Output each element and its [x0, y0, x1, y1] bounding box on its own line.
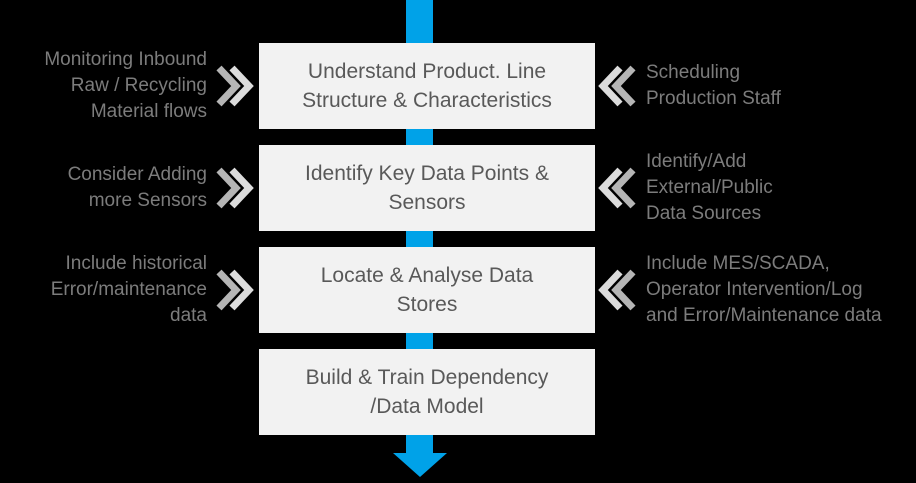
double-chevron-right-icon — [215, 63, 255, 109]
double-chevron-right-icon — [215, 267, 255, 313]
left-annotation-2: Consider Adding more Sensors — [0, 145, 255, 231]
right-annotation-1: Scheduling Production Staff — [597, 43, 916, 129]
double-chevron-left-icon — [597, 63, 637, 109]
annotation-text: Identify/Add External/Public Data Source… — [646, 151, 773, 224]
double-chevron-right-icon — [215, 165, 255, 211]
step-label: Locate & Analyse Data Stores — [320, 264, 534, 316]
double-chevron-left-icon — [597, 165, 637, 211]
step-box-3: Locate & Analyse Data Stores — [259, 247, 595, 333]
flow-arrow-head — [393, 453, 447, 477]
double-chevron-left-icon — [597, 267, 637, 313]
right-annotation-2: Identify/Add External/Public Data Source… — [597, 145, 916, 231]
annotation-text: Consider Adding more Sensors — [67, 164, 207, 211]
step-label: Build & Train Dependency /Data Model — [305, 366, 549, 418]
annotation-text: Include MES/SCADA, Operator Intervention… — [646, 253, 882, 326]
annotation-text: Scheduling Production Staff — [646, 62, 781, 109]
step-box-1: Understand Product. Line Structure & Cha… — [259, 43, 595, 129]
step-box-2: Identify Key Data Points & Sensors — [259, 145, 595, 231]
left-annotation-1: Monitoring Inbound Raw / Recycling Mater… — [0, 43, 255, 129]
left-annotation-3: Include historical Error/maintenance dat… — [0, 247, 255, 333]
step-label: Identify Key Data Points & Sensors — [305, 162, 549, 214]
step-label: Understand Product. Line Structure & Cha… — [302, 60, 552, 112]
right-annotation-3: Include MES/SCADA, Operator Intervention… — [597, 247, 916, 333]
annotation-text: Monitoring Inbound Raw / Recycling Mater… — [44, 49, 207, 122]
annotation-text: Include historical Error/maintenance dat… — [50, 253, 207, 326]
step-box-4: Build & Train Dependency /Data Model — [259, 349, 595, 435]
